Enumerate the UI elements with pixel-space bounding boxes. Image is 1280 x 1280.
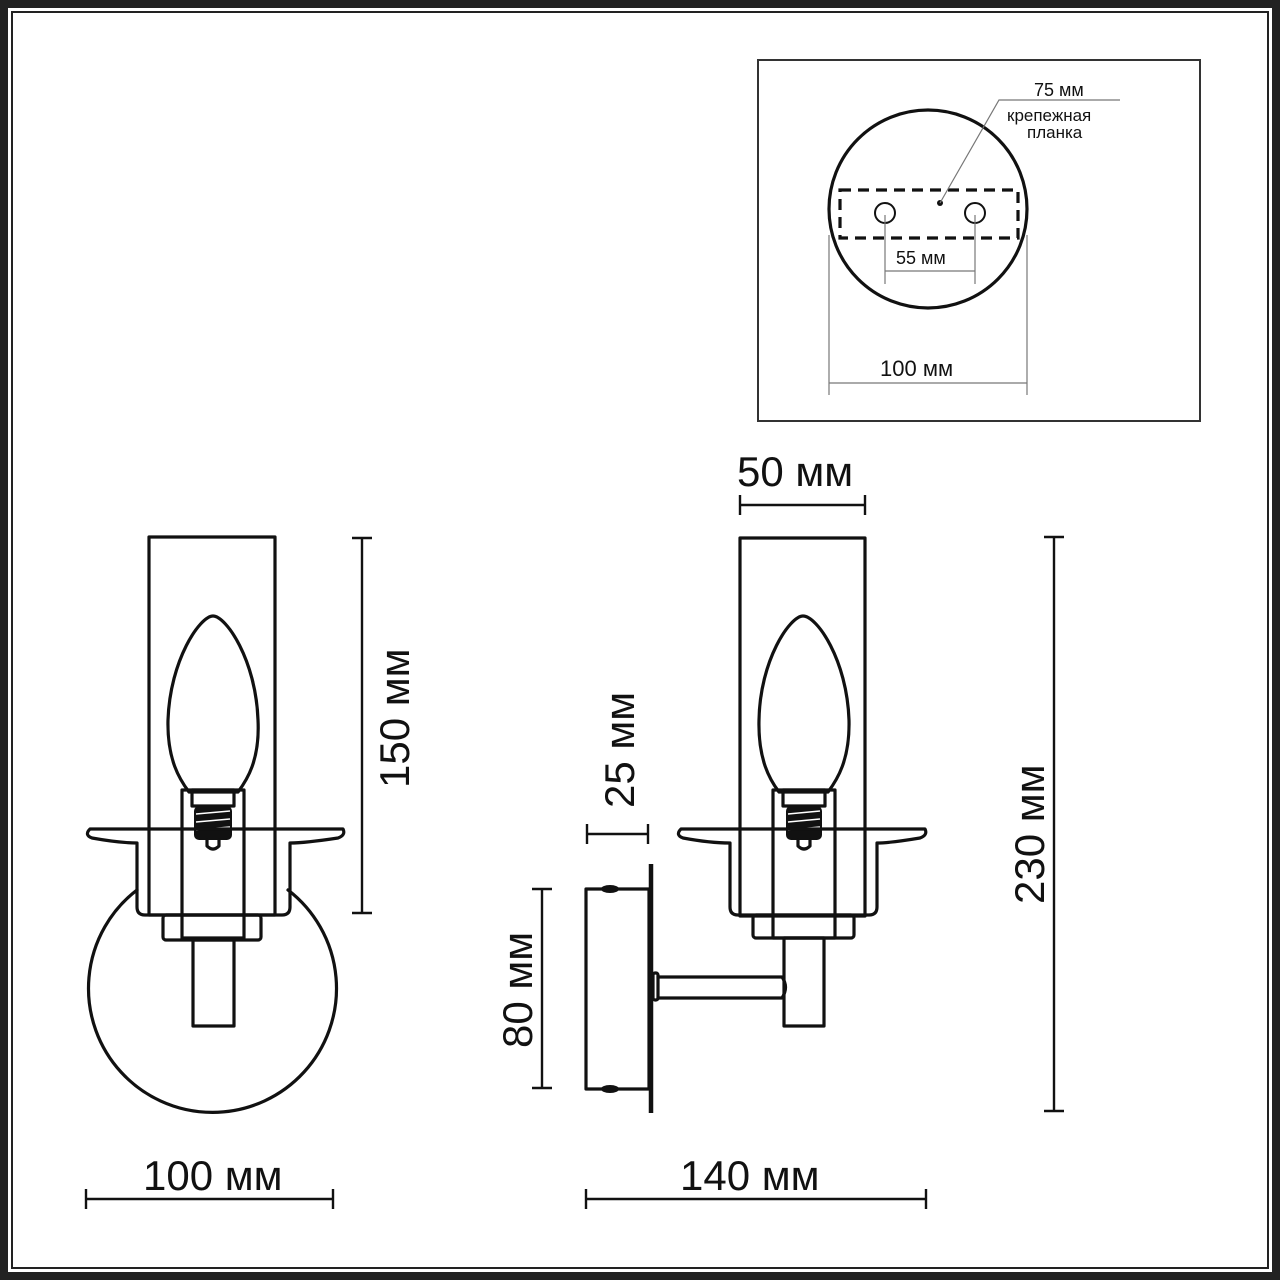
hole-spacing-label: 55 мм [896,248,946,268]
shade-width-label: 50 мм [737,448,853,495]
mounting-bracket-dashed [838,188,1020,240]
front-width-label: 100 мм [143,1152,283,1199]
bracket-name-line2: планка [1027,123,1083,142]
front-height-label: 150 мм [371,649,418,789]
bulb-thread-icon [194,806,232,840]
base-height-label: 80 мм [494,932,541,1048]
arm [656,975,788,1000]
bracket-length-label: 75 мм [1034,80,1084,100]
wall-base-box [584,887,651,1091]
side-view: 50 мм 25 мм 80 мм 140 мм 230 мм [494,448,1064,1209]
side-stem [782,936,826,1028]
depth-label: 140 мм [680,1152,820,1199]
candle-bulb-icon [166,614,260,794]
inset-border [757,59,1201,422]
side-collar [751,913,856,940]
inner-frame [11,11,1269,1269]
side-bobeche-cup [676,827,928,917]
collar [161,913,263,942]
bobeche-cup [85,827,346,917]
bracket-leader-line [939,99,1120,204]
plate-diameter-label: 100 мм [880,356,953,381]
total-height-label: 230 мм [1006,765,1053,905]
stem [191,938,236,1028]
mount-plate-circle [827,108,1029,310]
wall-plate-circle [86,888,339,1114]
plate-thickness-label: 25 мм [596,692,643,808]
side-candle-bulb-icon [757,614,851,794]
mount-plate-inset: 75 мм крепежная планка 55 мм 100 мм [757,59,1201,422]
bracket-name-line1: крепежная [1007,106,1091,125]
front-view: 150 мм 100 мм [84,535,418,1209]
side-bulb-thread-icon [786,806,822,840]
